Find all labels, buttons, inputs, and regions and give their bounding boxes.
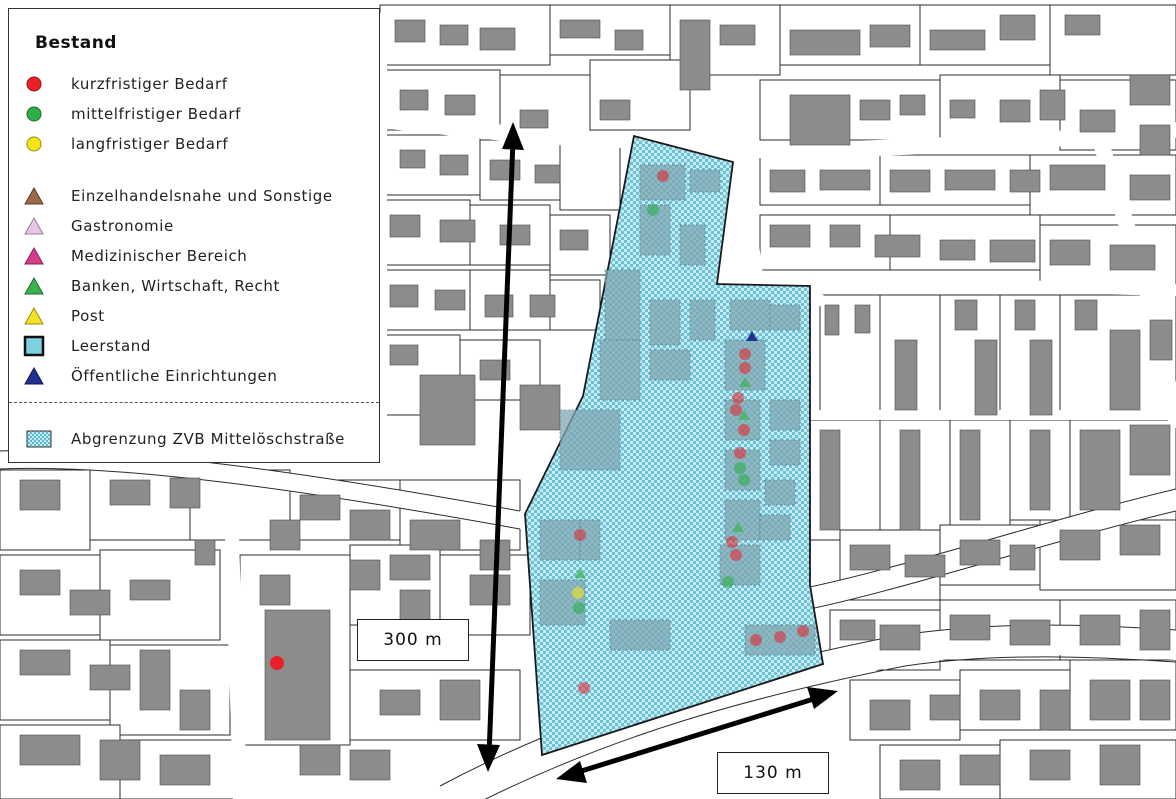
legend-item-medizinisch: Medizinischer Bereich xyxy=(21,244,247,268)
legend-item-langfristig: langfristiger Bedarf xyxy=(21,132,228,156)
legend-label: Medizinischer Bereich xyxy=(71,247,248,265)
poi-markers xyxy=(270,170,809,694)
legend-title: Bestand xyxy=(35,33,117,53)
legend-item-kurzfristig: kurzfristiger Bedarf xyxy=(21,72,228,96)
legend-item-leerstand: Leerstand xyxy=(21,334,151,358)
legend-label: Abgrenzung ZVB Mittelöschstraße xyxy=(71,430,345,448)
scale-arrow-vertical xyxy=(477,122,524,772)
green-triangle-icon xyxy=(24,276,44,295)
legend-label: kurzfristiger Bedarf xyxy=(71,75,228,93)
zvb-boundary-zone[interactable] xyxy=(524,134,825,757)
yellow-triangle-icon xyxy=(24,306,44,325)
legend-label: Gastronomie xyxy=(71,217,174,235)
scale-label-horizontal: 130 m xyxy=(717,752,829,794)
legend-divider xyxy=(9,402,379,403)
lilac-triangle-icon xyxy=(24,216,44,235)
magenta-triangle-icon xyxy=(24,246,44,265)
red-circle-icon xyxy=(26,76,42,92)
legend-item-einzelhandelsnahe: Einzelhandelsnahe und Sonstige xyxy=(21,184,333,208)
hatched-area-icon xyxy=(26,430,52,448)
buildings xyxy=(19,14,1173,791)
legend-label: langfristiger Bedarf xyxy=(71,135,229,153)
legend-item-mittelfristig: mittelfristiger Bedarf xyxy=(21,102,241,126)
legend-label: Post xyxy=(71,307,105,325)
legend-item-boundary: Abgrenzung ZVB Mittelöschstraße xyxy=(21,427,345,451)
legend-label: Öffentliche Einrichtungen xyxy=(71,367,278,385)
legend-label: mittelfristiger Bedarf xyxy=(71,105,241,123)
map-legend: Bestand kurzfristiger Bedarf mittelfrist… xyxy=(8,8,380,463)
legend-item-post: Post xyxy=(21,304,105,328)
legend-label: Leerstand xyxy=(71,337,152,355)
cyan-square-icon xyxy=(23,335,45,357)
brown-triangle-icon xyxy=(24,186,44,205)
legend-label: Banken, Wirtschaft, Recht xyxy=(71,277,280,295)
scale-arrow-horizontal xyxy=(556,687,838,783)
legend-item-banken: Banken, Wirtschaft, Recht xyxy=(21,274,280,298)
green-circle-icon xyxy=(26,106,42,122)
blue-triangle-icon xyxy=(24,366,44,385)
legend-item-oeffentlich: Öffentliche Einrichtungen xyxy=(21,364,277,388)
yellow-circle-icon xyxy=(26,136,42,152)
legend-label: Einzelhandelsnahe und Sonstige xyxy=(71,187,333,205)
legend-item-gastronomie: Gastronomie xyxy=(21,214,174,238)
scale-label-vertical: 300 m xyxy=(357,619,469,661)
